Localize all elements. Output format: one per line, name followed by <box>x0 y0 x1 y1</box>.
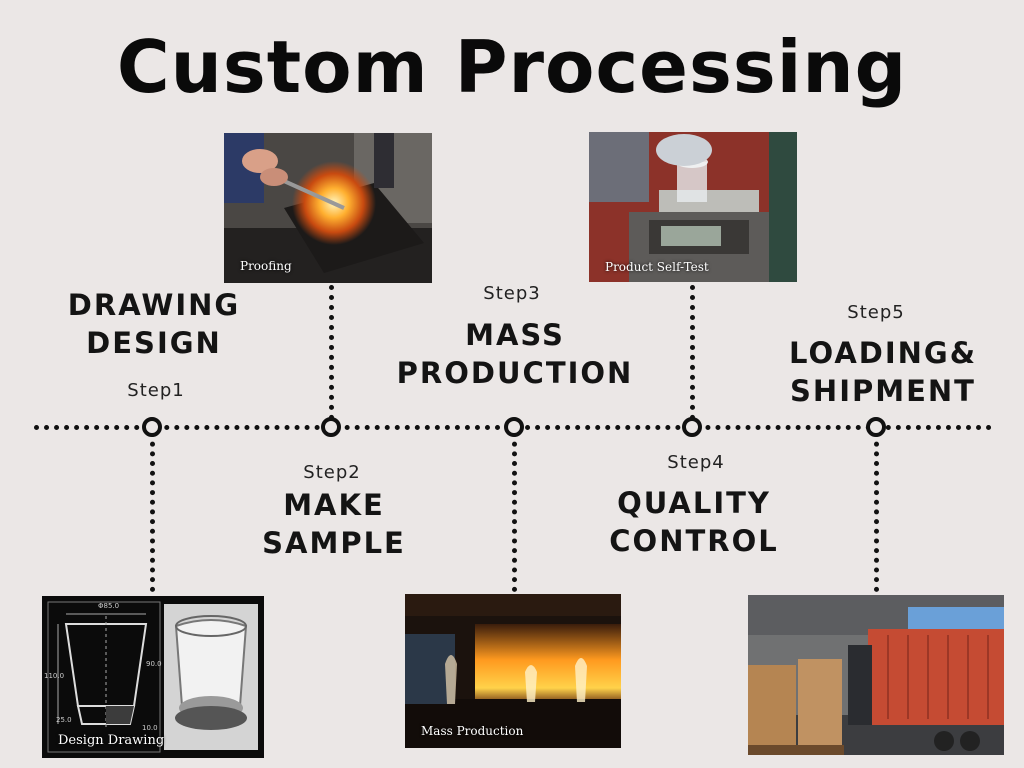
drawing-dim-height: 110.0 <box>44 672 65 680</box>
step1-title: DRAWING DESIGN <box>24 286 284 362</box>
step3-title-line2: PRODUCTION <box>396 356 634 390</box>
connector-step1 <box>150 432 155 592</box>
shipment-photo <box>748 595 1004 755</box>
step5-number: Step5 <box>847 302 905 323</box>
mass-production-photo: Mass Production <box>405 594 621 748</box>
step3-title-line1: MASS <box>465 318 565 352</box>
connector-step4 <box>690 285 695 420</box>
step4-title-line1: QUALITY <box>617 486 771 520</box>
shipment-illustration <box>748 595 1004 755</box>
timeline-node-step4 <box>682 417 702 437</box>
design-drawing-caption: Design Drawing <box>58 733 165 748</box>
step3-number: Step3 <box>483 283 541 304</box>
connector-step3 <box>512 432 517 592</box>
proofing-caption: Proofing <box>240 259 292 273</box>
mass-production-illustration <box>405 594 621 748</box>
step2-title: MAKE SAMPLE <box>204 486 464 562</box>
design-drawing-illustration <box>42 596 264 758</box>
page-title: Custom Processing <box>116 25 908 109</box>
step1-title-line2: DESIGN <box>86 326 222 360</box>
proofing-illustration <box>224 133 432 283</box>
self-test-photo: Product Self-Test <box>589 132 797 282</box>
step1-number: Step1 <box>127 380 185 401</box>
step5-title-line2: SHIPMENT <box>790 374 976 408</box>
step5-title-line1: LOADING& <box>789 336 977 370</box>
step4-number: Step4 <box>667 452 725 473</box>
step3-title: MASS PRODUCTION <box>385 316 645 392</box>
drawing-dim-base: 25.0 <box>56 716 72 724</box>
timeline-node-step1 <box>142 417 162 437</box>
step1-title-line1: DRAWING <box>67 288 241 322</box>
mass-production-caption: Mass Production <box>421 724 524 738</box>
proofing-photo: Proofing <box>224 133 432 283</box>
timeline-node-step3 <box>504 417 524 437</box>
step2-title-line2: SAMPLE <box>262 526 406 560</box>
step4-title-line2: CONTROL <box>609 524 779 558</box>
step2-title-line1: MAKE <box>283 488 385 522</box>
step5-title: LOADING& SHIPMENT <box>753 334 1013 410</box>
design-drawing-photo: Φ85.0 110.0 90.0 25.0 10.0 Design Drawin… <box>42 596 264 758</box>
step2-number: Step2 <box>303 462 361 483</box>
connector-step5 <box>874 432 879 592</box>
scale-illustration <box>589 132 797 282</box>
drawing-dim-inner: 90.0 <box>146 660 162 668</box>
timeline-node-step5 <box>866 417 886 437</box>
self-test-caption: Product Self-Test <box>605 260 709 274</box>
drawing-dim-diameter: Φ85.0 <box>98 602 120 610</box>
step4-title: QUALITY CONTROL <box>564 484 824 560</box>
connector-step2 <box>329 285 334 420</box>
timeline-node-step2 <box>321 417 341 437</box>
drawing-dim-foot: 10.0 <box>142 724 158 732</box>
